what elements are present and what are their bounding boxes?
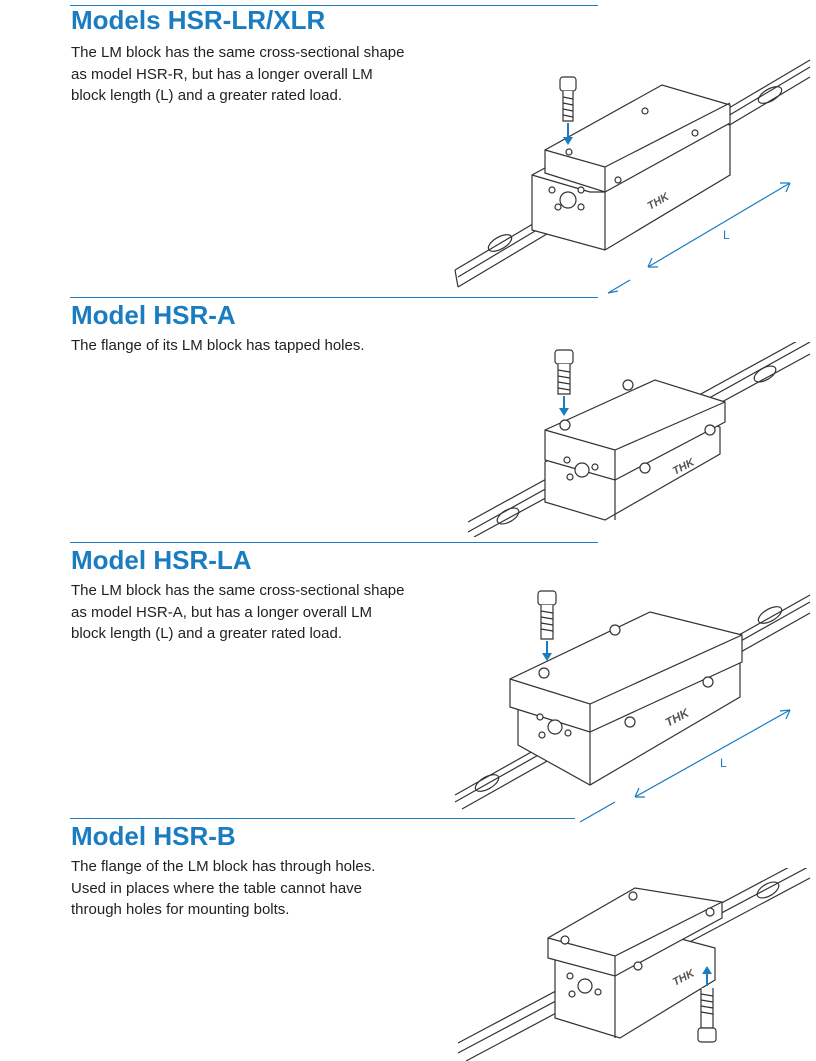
description-line: block length (L) and a greater rated loa… xyxy=(71,87,343,104)
section-description: The flange of the LM block has through h… xyxy=(71,856,427,921)
dimension-label: L xyxy=(723,228,730,242)
section-title: Model HSR-B xyxy=(71,821,236,851)
description-line: Used in places where the table cannot ha… xyxy=(71,879,363,897)
description-line: as model HSR-A, but has a longer overall… xyxy=(71,603,372,621)
lm-block xyxy=(544,379,726,521)
lm-block xyxy=(509,611,743,786)
section-description: The LM block has the same cross-sectiona… xyxy=(71,580,427,645)
description-line: through holes for mounting bolts. xyxy=(71,901,290,918)
dimension-l-indicator xyxy=(607,182,791,294)
description-line: The LM block has the same cross-sectiona… xyxy=(71,44,405,61)
section-description: The LM block has the same cross-sectiona… xyxy=(71,42,427,107)
lm-guide-illustration: THK xyxy=(450,868,816,1061)
bolt-icon xyxy=(554,349,574,395)
bolt-icon xyxy=(559,76,577,122)
section-hsr-lr-xlr: Models HSR-LR/XLR The LM block has the s… xyxy=(0,0,816,300)
lm-guide-illustration: THK L xyxy=(440,587,816,832)
description-line: The flange of its LM block has tapped ho… xyxy=(71,337,365,354)
section-top-rule xyxy=(70,542,598,543)
section-hsr-b: Model HSR-B The flange of the LM block h… xyxy=(0,818,816,1061)
lm-block xyxy=(531,84,731,251)
description-line: The LM block has the same cross-sectiona… xyxy=(71,582,405,599)
section-hsr-a: Model HSR-A The flange of its LM block h… xyxy=(0,297,816,537)
section-title: Models HSR-LR/XLR xyxy=(71,5,326,35)
bolt-icon xyxy=(697,988,717,1043)
description-line: The flange of the LM block has through h… xyxy=(71,858,376,875)
section-top-rule xyxy=(70,818,575,819)
section-top-rule xyxy=(70,297,598,298)
description-line: block length (L) and a greater rated loa… xyxy=(71,625,343,642)
description-line: as model HSR-R, but has a longer overall… xyxy=(71,65,373,83)
section-top-rule xyxy=(70,5,598,6)
section-title: Model HSR-A xyxy=(71,300,236,330)
section-title: Model HSR-LA xyxy=(71,545,252,575)
section-description: The flange of its LM block has tapped ho… xyxy=(71,335,471,357)
lm-guide-illustration: THK L xyxy=(440,55,816,300)
bolt-icon xyxy=(537,590,557,640)
lm-guide-illustration: THK xyxy=(460,342,816,537)
dimension-l-indicator xyxy=(579,709,791,823)
dimension-label: L xyxy=(720,756,727,770)
section-hsr-la: Model HSR-LA The LM block has the same c… xyxy=(0,542,816,823)
lm-block xyxy=(547,887,723,1039)
